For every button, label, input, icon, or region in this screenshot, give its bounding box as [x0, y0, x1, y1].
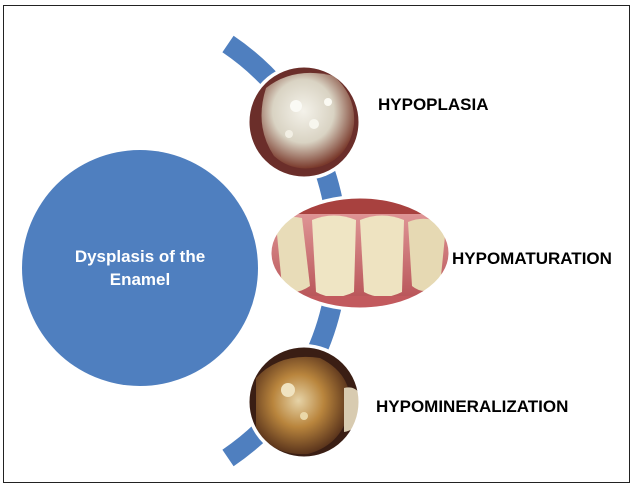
hypomaturation-label: HYPOMATURATION: [452, 249, 612, 268]
hypoplasia-photo: [244, 64, 364, 184]
hypoplasia-label: HYPOPLASIA: [378, 95, 489, 114]
diagram-frame: Dysplasis of the Enamel HYPOPLASIA HYPOM…: [3, 5, 630, 483]
central-node-label-line2: Enamel: [110, 270, 170, 289]
diagram-canvas: Dysplasis of the Enamel HYPOPLASIA HYPOM…: [4, 6, 629, 482]
hypomaturation-photo: [266, 194, 456, 316]
central-node-label-line1: Dysplasis of the: [75, 247, 205, 266]
hypomineralization-label: HYPOMINERALIZATION: [376, 397, 568, 416]
hypomineralization-photo: [244, 344, 364, 464]
central-node: [22, 150, 258, 386]
